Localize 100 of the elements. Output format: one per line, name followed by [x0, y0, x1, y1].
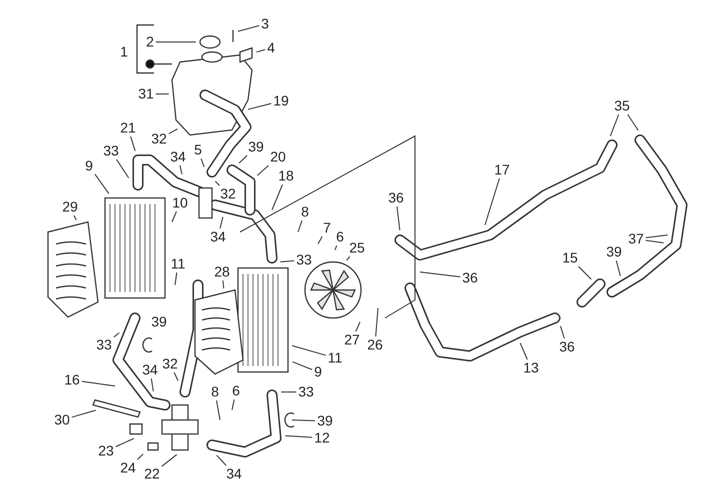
leader-line	[116, 159, 130, 178]
callout-number: 1	[119, 44, 129, 60]
callout-number: 25	[348, 240, 366, 256]
leader-line	[616, 260, 621, 276]
callout-number: 21	[119, 120, 137, 136]
leader-line	[200, 158, 205, 168]
callout-number: 9	[313, 364, 323, 380]
leader-line	[222, 280, 224, 289]
callout-number: 18	[277, 168, 295, 184]
leader-line	[334, 245, 338, 250]
leader-line	[174, 272, 178, 286]
callout-number: 33	[102, 144, 120, 158]
leader-line	[318, 236, 323, 244]
callout-number: 29	[61, 200, 79, 214]
callout-number: 10	[171, 196, 189, 210]
callout-number: 19	[272, 94, 290, 108]
callout-number: 8	[300, 204, 310, 220]
callout-number: 24	[119, 460, 137, 476]
callout-number: 26	[366, 338, 384, 352]
callout-number: 15	[561, 250, 579, 266]
callout-number: 5	[193, 142, 203, 158]
leader-line	[81, 380, 116, 386]
leader-line	[645, 240, 664, 244]
leader-line	[161, 454, 178, 467]
leader-line	[179, 165, 182, 175]
leader-line	[578, 266, 592, 280]
leader-line	[396, 206, 400, 231]
leader-line	[355, 322, 360, 332]
leader-line	[71, 410, 96, 418]
callout-number: 6	[231, 384, 241, 398]
leader-line	[346, 256, 350, 261]
leader-line	[216, 400, 220, 420]
callout-number: 8	[210, 384, 220, 400]
callout-number: 12	[313, 430, 331, 446]
callout-number: 22	[143, 466, 161, 482]
leader-line	[94, 174, 110, 194]
callout-number: 13	[522, 360, 540, 376]
callout-number: 39	[605, 244, 623, 260]
leader-line	[136, 454, 144, 460]
callout-number: 34	[169, 150, 187, 164]
leader-line	[484, 178, 500, 226]
callout-number: 32	[161, 356, 179, 372]
callout-number: 33	[95, 338, 113, 352]
callout-number: 34	[209, 230, 227, 244]
callout-number: 23	[97, 444, 115, 458]
callout-number: 6	[335, 230, 345, 244]
leader-line	[172, 211, 177, 222]
leader-line	[420, 272, 461, 278]
callout-number: 39	[247, 140, 265, 154]
callout-number: 20	[269, 150, 287, 164]
leader-line	[237, 25, 260, 32]
leader-line	[272, 184, 283, 210]
callout-number: 17	[493, 162, 511, 178]
leader-line	[247, 103, 272, 110]
leader-line	[256, 49, 266, 53]
leader-line	[292, 345, 326, 356]
leader-line	[214, 180, 220, 186]
callout-number: 34	[225, 466, 243, 482]
callout-number: 39	[150, 314, 168, 330]
callout-number: 16	[63, 372, 81, 388]
leader-line	[150, 378, 154, 392]
callout-number: 33	[295, 252, 313, 268]
leader-line	[610, 114, 620, 136]
leader-line	[174, 372, 179, 382]
leader-line	[238, 155, 248, 164]
callout-number: 32	[219, 186, 237, 202]
callout-number: 39	[316, 414, 334, 428]
leader-line	[256, 165, 269, 176]
callout-number: 7	[322, 220, 332, 236]
leader-line	[168, 128, 178, 134]
callout-number: 3	[260, 16, 270, 32]
callout-number: 31	[137, 86, 155, 102]
leader-line	[627, 114, 639, 131]
leader-line	[292, 361, 313, 370]
callout-number: 36	[387, 190, 405, 206]
callout-number: 36	[558, 340, 576, 354]
callout-number: 35	[613, 98, 631, 114]
callout-number: 2	[145, 34, 155, 50]
callout-number: 9	[84, 158, 94, 174]
callout-number: 11	[326, 350, 344, 366]
callout-number: 32	[150, 132, 168, 146]
leader-line	[292, 420, 316, 422]
callout-number: 28	[213, 264, 231, 280]
callout-number: 36	[461, 270, 479, 286]
leader-line	[216, 454, 227, 466]
callout-number: 4	[266, 40, 276, 56]
leader-line	[520, 342, 528, 360]
callout-number: 34	[141, 362, 159, 378]
callout-number: 37	[627, 232, 645, 246]
leader-line	[232, 399, 235, 410]
leader-line	[115, 438, 135, 448]
leader-line	[645, 234, 668, 238]
callout-number: 27	[343, 332, 361, 348]
leader-line	[560, 326, 565, 339]
leader-line	[74, 215, 77, 221]
leader-line	[280, 260, 295, 262]
callout-number: 11	[170, 256, 186, 272]
leader-line	[113, 332, 120, 338]
leader-line	[220, 216, 224, 229]
callout-number: 33	[297, 384, 315, 400]
